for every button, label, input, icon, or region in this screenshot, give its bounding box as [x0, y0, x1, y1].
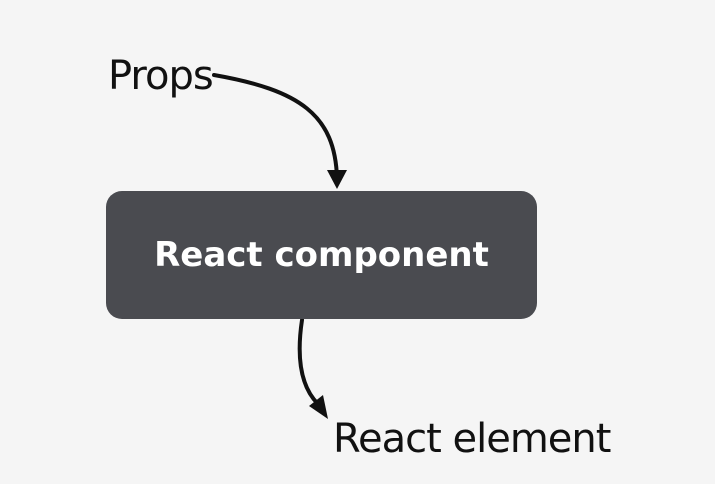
props-arrowhead	[327, 170, 347, 189]
react-element-label: React element	[333, 416, 611, 462]
component-to-element-arrow	[297, 318, 320, 406]
react-component-box: React component	[106, 191, 537, 319]
props-label: Props	[108, 53, 214, 99]
react-component-label: React component	[154, 235, 489, 275]
props-to-component-arrow	[212, 73, 339, 180]
element-arrowhead	[309, 395, 328, 419]
